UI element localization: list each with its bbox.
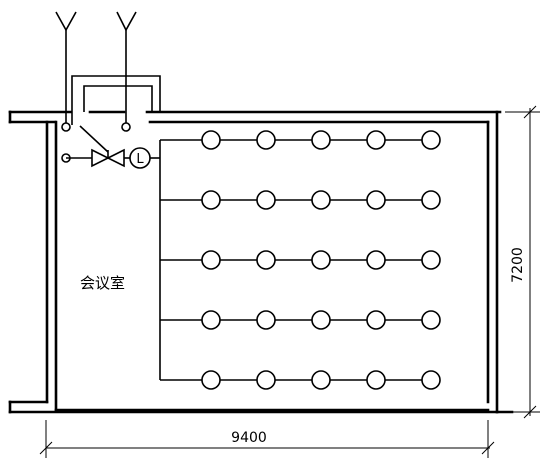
sprinkler-head-icon (256, 130, 276, 150)
sprinkler-head-icon (421, 250, 441, 270)
sprinkler-head-icon (421, 310, 441, 330)
sprinkler-head-icon (421, 190, 441, 210)
riser-connector (121, 122, 131, 132)
riser-connector (61, 122, 71, 132)
sprinkler-head-icon (366, 310, 386, 330)
valve-icon (91, 148, 125, 168)
width-dimension-label: 9400 (231, 430, 267, 446)
supply-risers (55, 11, 161, 125)
sprinkler-head-icon (311, 310, 331, 330)
sprinkler-head-icon (256, 310, 276, 330)
sprinkler-head-icon (201, 190, 221, 210)
flow-switch-label: L (136, 152, 144, 167)
diagonal-branch (79, 125, 109, 153)
sprinkler-head-icon (421, 370, 441, 390)
sprinkler-grid (160, 130, 441, 390)
sprinkler-head-icon (366, 130, 386, 150)
riser-connectors (61, 122, 131, 163)
sprinkler-head-icon (311, 130, 331, 150)
sprinkler-head-icon (256, 250, 276, 270)
sprinkler-head-icon (366, 190, 386, 210)
sprinkler-head-icon (311, 370, 331, 390)
sprinkler-head-icon (421, 130, 441, 150)
sprinkler-head-icon (256, 190, 276, 210)
sprinkler-head-icon (311, 190, 331, 210)
flow-switch: L (129, 147, 151, 169)
height-dimension-label: 7200 (510, 247, 526, 283)
sprinkler-head-icon (201, 250, 221, 270)
width-dimension: 9400 (39, 420, 495, 458)
room-walls (8, 110, 514, 414)
sprinkler-head-icon (201, 370, 221, 390)
main-feed-line: L (66, 147, 160, 169)
sprinkler-head-icon (201, 310, 221, 330)
height-dimension: 7200 (505, 105, 540, 419)
room-label: 会议室 (80, 274, 125, 292)
sprinkler-head-icon (366, 370, 386, 390)
sprinkler-head-icon (256, 370, 276, 390)
sprinkler-head-icon (311, 250, 331, 270)
sprinkler-head-icon (201, 130, 221, 150)
sprinkler-head-icon (366, 250, 386, 270)
